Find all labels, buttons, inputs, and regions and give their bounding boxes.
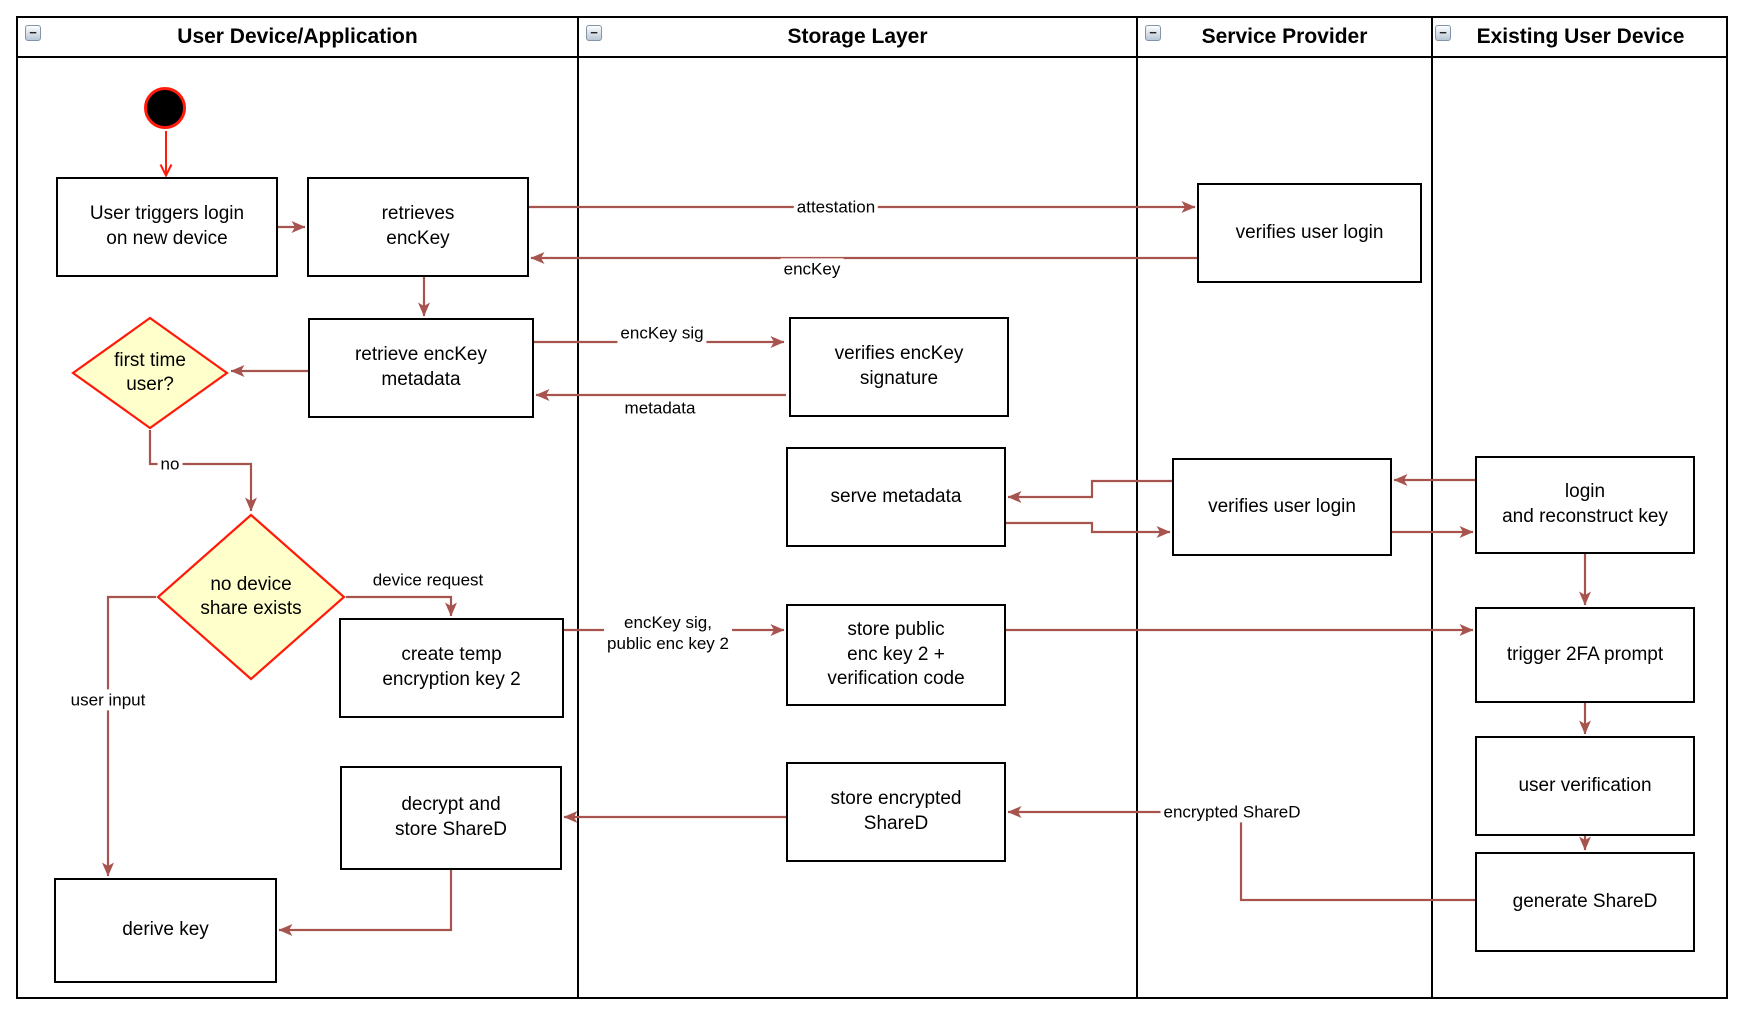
edge-label-device-request[interactable]: device request [369,569,487,591]
activity-verifies-user-login-top[interactable]: verifies user login [1197,183,1422,283]
activity-trigger-2fa-prompt[interactable]: trigger 2FA prompt [1475,607,1695,703]
lane-header-user-device[interactable]: − User Device/Application [18,16,577,58]
edge-label-enckey[interactable]: encKey [780,258,844,280]
lane-title: Existing User Device [1476,25,1685,48]
activity-serve-metadata[interactable]: serve metadata [786,447,1006,547]
edge-label-enckey-sig[interactable]: encKey sig [617,322,707,344]
edge-label-attestation[interactable]: attestation [793,196,879,218]
decision-first-time-user[interactable]: first time user? [71,316,229,430]
lane-divider [577,16,579,999]
activity-retrieve-enckey-metadata[interactable]: retrieve encKey metadata [308,318,534,418]
start-node[interactable] [144,87,186,129]
activity-user-verification[interactable]: user verification [1475,736,1695,836]
collapse-icon[interactable]: − [1435,25,1451,41]
diamond-shape [156,513,346,681]
diamond-shape [71,316,229,430]
collapse-icon[interactable]: − [586,25,602,41]
lane-header-underline [16,56,1728,58]
lane-title: Service Provider [1201,25,1368,48]
decision-label: no device share exists [200,574,302,619]
lane-divider [1136,16,1138,999]
decision-no-device-share[interactable]: no device share exists [156,513,346,681]
lane-title: Storage Layer [787,25,928,48]
lane-header-service-provider[interactable]: − Service Provider [1138,16,1431,58]
activity-login-reconstruct-key[interactable]: login and reconstruct key [1475,456,1695,554]
activity-retrieves-enckey[interactable]: retrieves encKey [307,177,529,277]
activity-derive-key[interactable]: derive key [54,878,277,983]
activity-verifies-enckey-signature[interactable]: verifies encKey signature [789,317,1009,417]
activity-user-triggers-login[interactable]: User triggers login on new device [56,177,278,277]
activity-generate-shared[interactable]: generate ShareD [1475,852,1695,952]
lane-header-existing-user-device[interactable]: − Existing User Device [1433,16,1728,58]
activity-verifies-user-login-mid[interactable]: verifies user login [1172,458,1392,556]
edge-label-enckey-sig-public[interactable]: encKey sig, public enc key 2 [604,611,732,655]
collapse-icon[interactable]: − [25,25,41,41]
activity-store-public-key[interactable]: store public enc key 2 + verification co… [786,604,1006,706]
edge-label-metadata[interactable]: metadata [621,397,699,419]
edge-label-user-input[interactable]: user input [67,689,149,711]
lane-divider [1431,16,1433,999]
decision-label: first time user? [114,350,186,395]
lane-header-storage-layer[interactable]: − Storage Layer [579,16,1136,58]
activity-create-temp-key[interactable]: create temp encryption key 2 [339,618,564,718]
collapse-icon[interactable]: − [1145,25,1161,41]
edge-label-encrypted-shared[interactable]: encrypted ShareD [1160,801,1304,823]
activity-store-encrypted-shared[interactable]: store encrypted ShareD [786,762,1006,862]
edge-label-no[interactable]: no [157,453,183,475]
lane-title: User Device/Application [177,25,418,48]
activity-decrypt-store-shared[interactable]: decrypt and store ShareD [340,766,562,870]
